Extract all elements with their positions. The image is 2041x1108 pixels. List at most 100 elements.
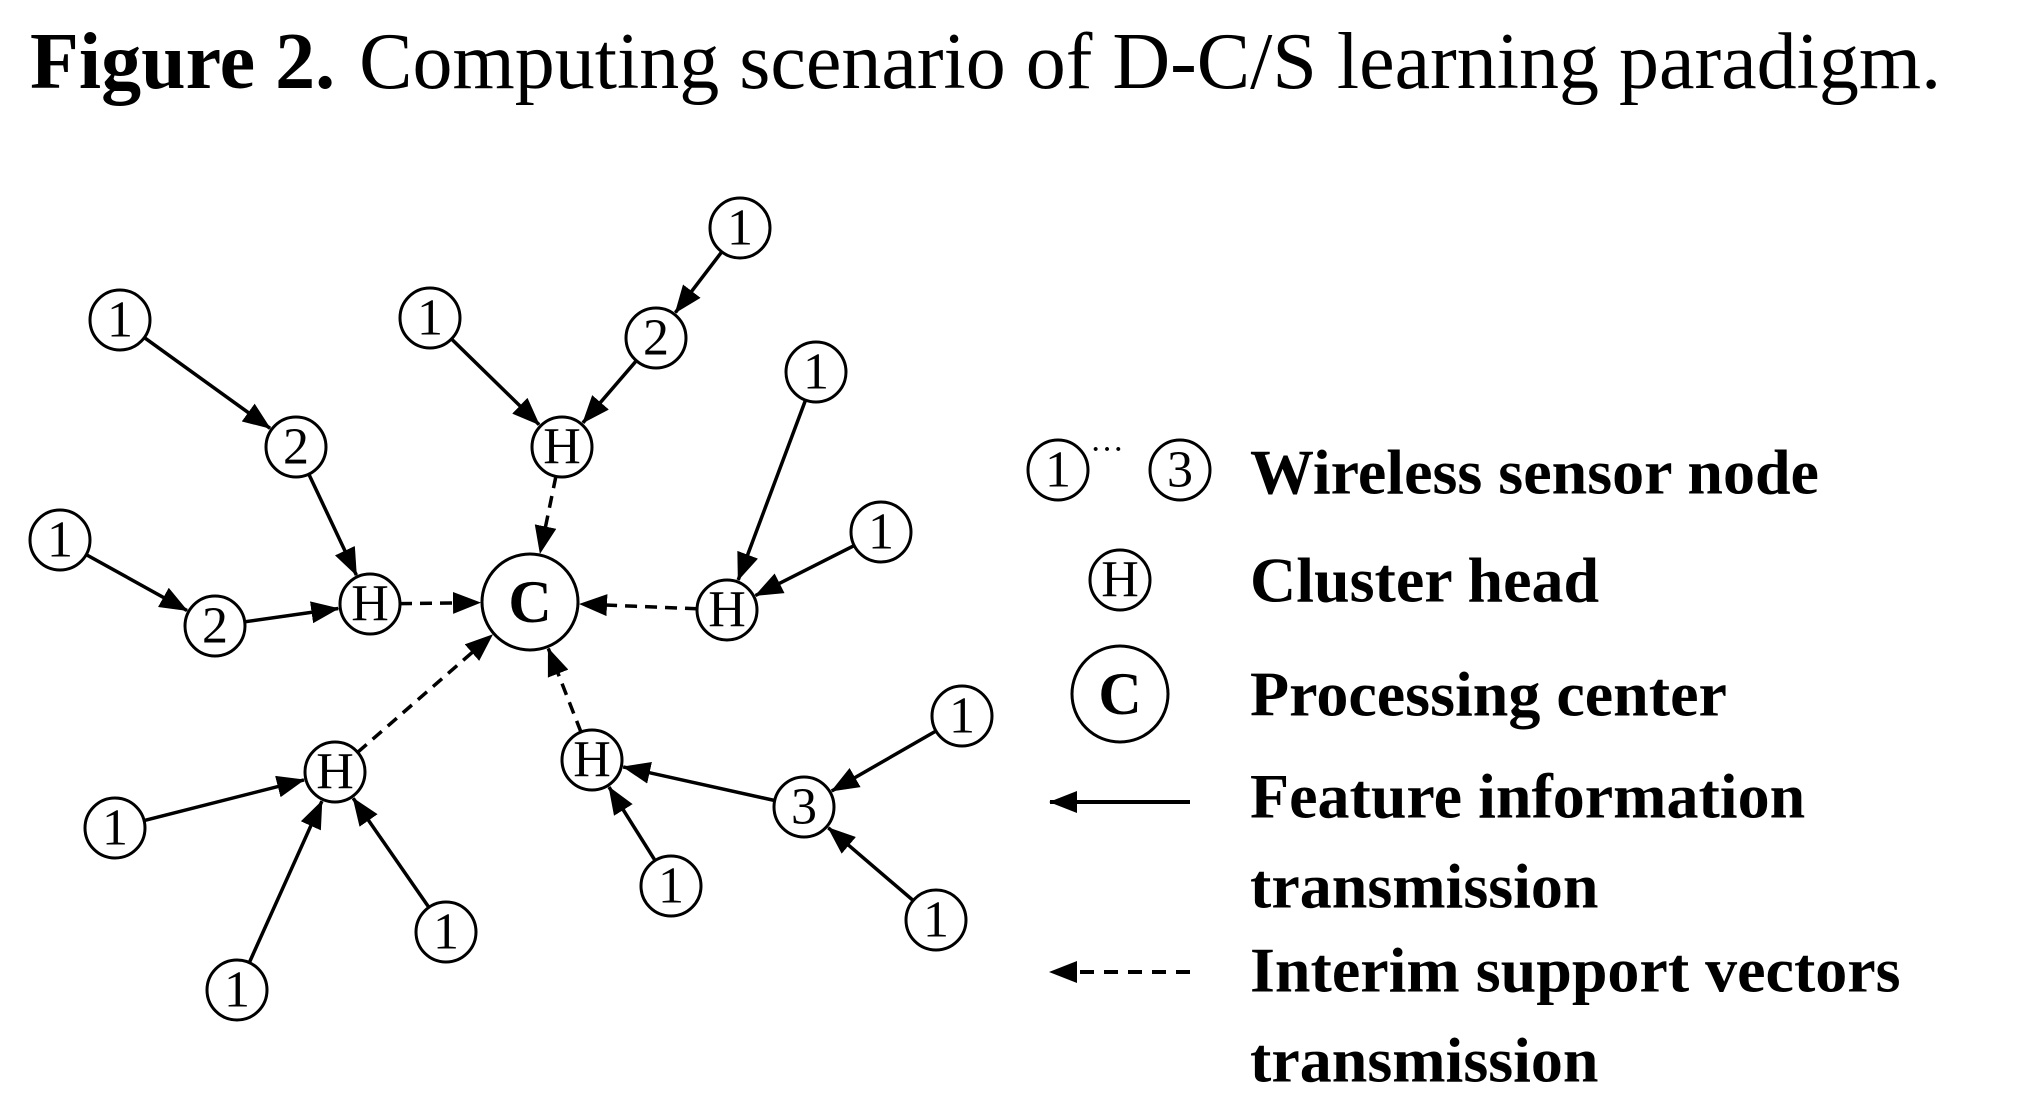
legend-cluster-head-label: Cluster head	[1250, 545, 1599, 616]
cluster-head-h5: H	[560, 728, 624, 792]
cluster-head-h4: H	[303, 740, 367, 804]
legend-cluster-head-symbol: H	[1101, 552, 1139, 609]
feature-edge-n2-h1	[307, 473, 358, 577]
sensor-node-circle	[83, 796, 147, 860]
sensor-node-n14: 1	[930, 684, 994, 748]
sensor-node-label: 1	[102, 800, 128, 857]
sensor-node-label: 2	[643, 310, 669, 367]
processing-center-circle	[480, 552, 580, 652]
sensor-node-n2: 2	[264, 415, 328, 479]
legend-sensor-end-circle	[1148, 438, 1212, 502]
processing-center-c: C	[480, 552, 580, 652]
feature-edge-n4-h1	[244, 601, 340, 624]
edges-layer	[85, 250, 937, 964]
sensor-node-label: 3	[791, 779, 817, 836]
sensor-node-n1: 1	[88, 288, 152, 352]
legend-feature-transmission-line2: transmission	[1250, 851, 1599, 922]
cluster-head-circle	[338, 572, 402, 636]
legend-sensor-start-circle	[1026, 438, 1090, 502]
feature-edge-n11-h4	[247, 800, 324, 964]
cluster-head-h3: H	[695, 578, 759, 642]
sensor-node-circle	[398, 286, 462, 350]
feature-edge-n1-n2	[143, 336, 272, 430]
legend-support-vectors: Interim support vectors transmission	[1049, 935, 1901, 1096]
sensor-node-n10: 1	[83, 796, 147, 860]
support-vector-edge-h1-c	[399, 591, 481, 614]
sensor-node-label: 1	[224, 962, 250, 1019]
legend-support-vectors-line2: transmission	[1250, 1025, 1599, 1096]
feature-edge-n7-h2	[581, 359, 638, 424]
sensor-node-n12: 1	[414, 900, 478, 964]
legend-cluster-head-circle	[1088, 548, 1152, 612]
cluster-head-h2: H	[530, 415, 594, 479]
figure-caption-text: Computing scenario of D-C/S learning par…	[359, 18, 1941, 106]
sensor-node-circle	[904, 888, 968, 952]
feature-edge-n3-n4	[85, 553, 188, 613]
cluster-head-circle	[303, 740, 367, 804]
sensor-node-circle	[849, 500, 913, 564]
legend: 1 ··· 3 Wireless sensor node H Cluster h…	[1026, 431, 1901, 1096]
cluster-head-circle	[530, 415, 594, 479]
sensor-node-label: 1	[658, 858, 684, 915]
sensor-node-circle	[772, 775, 836, 839]
legend-processing-center: C Processing center	[1070, 644, 1727, 744]
legend-sensor-end-label: 3	[1167, 442, 1193, 499]
sensor-node-n7: 2	[624, 306, 688, 370]
sensor-node-n11: 1	[205, 958, 269, 1022]
legend-cluster-head: H Cluster head	[1088, 545, 1599, 616]
feature-edge-n13-h5	[607, 786, 657, 862]
sensor-node-label: 2	[202, 598, 228, 655]
support-vector-edge-h2-c	[534, 476, 558, 554]
support-vector-edge-h4-c	[356, 633, 494, 754]
cluster-head-label: H	[316, 744, 354, 801]
sensor-node-circle	[205, 958, 269, 1022]
sensor-node-label: 1	[949, 688, 975, 745]
figure-caption: Figure 2. Computing scenario of D-C/S le…	[30, 18, 1941, 106]
sensor-node-label: 1	[417, 290, 443, 347]
sensor-node-circle	[784, 340, 848, 404]
sensor-node-circle	[88, 288, 152, 352]
legend-processing-center-label: Processing center	[1250, 659, 1727, 730]
sensor-node-circle	[930, 684, 994, 748]
cluster-head-circle	[560, 728, 624, 792]
cluster-head-label: H	[573, 732, 611, 789]
sensor-node-circle	[708, 196, 772, 260]
feature-edge-n16-n15	[827, 826, 915, 902]
sensor-node-n6: 1	[708, 196, 772, 260]
cluster-head-label: H	[351, 576, 389, 633]
legend-sensor-dots: ···	[1090, 431, 1124, 468]
cluster-head-label: H	[708, 582, 746, 639]
sensor-node-label: 2	[283, 419, 309, 476]
sensor-node-circle	[183, 594, 247, 658]
sensor-node-n15: 3	[772, 775, 836, 839]
feature-edge-n5-h2	[450, 337, 541, 426]
sensor-node-n16: 1	[904, 888, 968, 952]
sensor-node-label: 1	[923, 892, 949, 949]
sensor-node-n13: 1	[639, 854, 703, 918]
sensor-node-circle	[624, 306, 688, 370]
legend-sensor-start-label: 1	[1045, 442, 1071, 499]
feature-edge-n15-h5	[622, 762, 776, 803]
sensor-node-label: 1	[803, 344, 829, 401]
processing-center-label: C	[508, 569, 551, 635]
sensor-node-n4: 2	[183, 594, 247, 658]
figure-caption-label: Figure 2.	[30, 18, 335, 106]
sensor-node-label: 1	[107, 292, 133, 349]
sensor-node-n9: 1	[849, 500, 913, 564]
sensor-node-circle	[28, 508, 92, 572]
feature-edge-n9-h3	[754, 544, 855, 598]
sensor-node-n5: 1	[398, 286, 462, 350]
sensor-node-label: 1	[868, 504, 894, 561]
sensor-node-label: 1	[47, 512, 73, 569]
feature-edge-n12-h4	[351, 797, 431, 909]
sensor-node-circle	[414, 900, 478, 964]
feature-edge-n14-n15	[830, 729, 937, 793]
feature-edge-n6-n7	[674, 250, 724, 314]
nodes-layer: C H H H H H 1 2 1 2 1 1 2 1 1 1 1 1 1 1 3 1	[28, 196, 994, 1022]
cluster-head-h1: H	[338, 572, 402, 636]
cluster-head-circle	[695, 578, 759, 642]
support-vector-edge-h5-c	[546, 647, 583, 733]
sensor-node-label: 1	[727, 200, 753, 257]
legend-sensor-node-label: Wireless sensor node	[1250, 437, 1819, 508]
